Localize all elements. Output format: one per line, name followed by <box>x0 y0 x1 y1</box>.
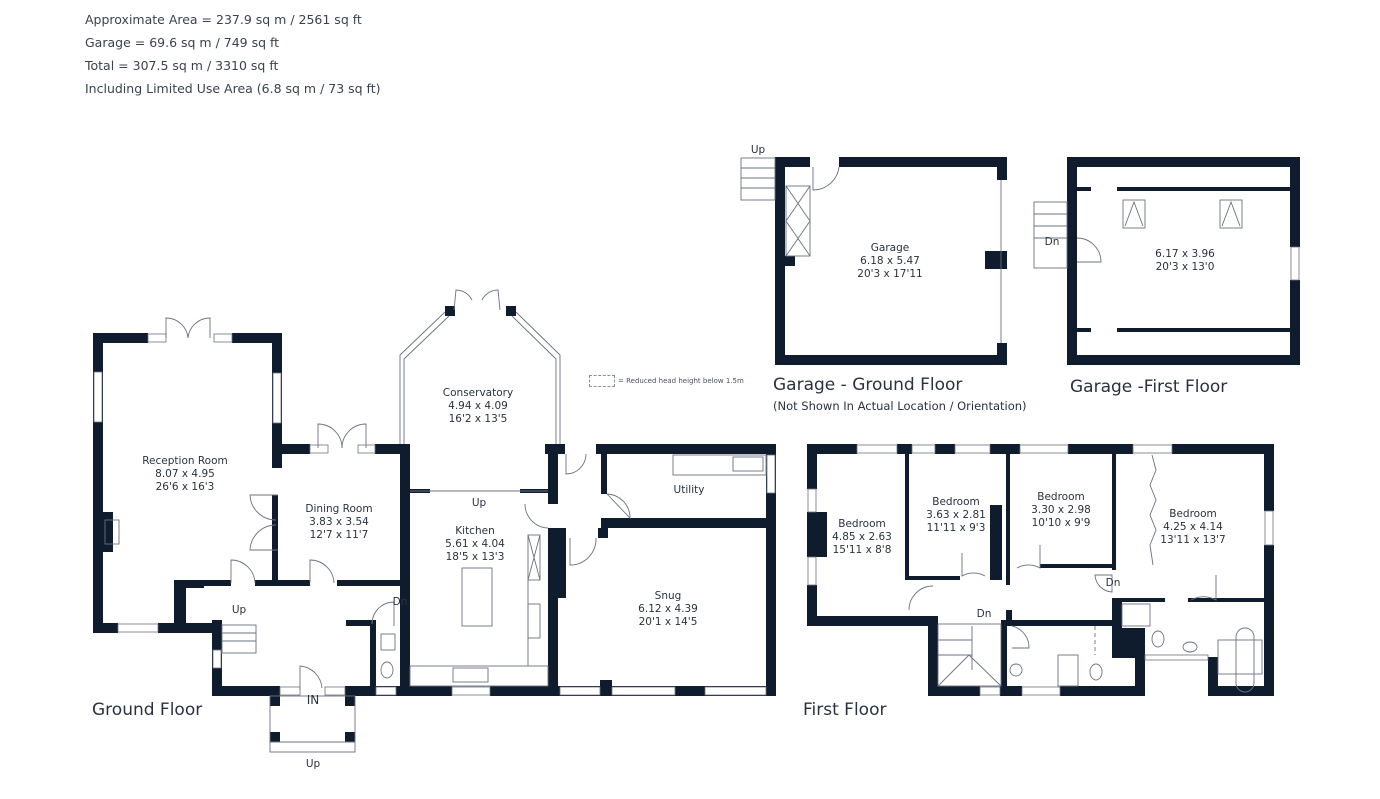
room-metric: 6.12 x 4.39 <box>638 603 698 615</box>
room-name: Garage <box>870 242 910 254</box>
room-metric: 4.85 x 2.63 <box>832 531 892 543</box>
room-bedroom-1: Bedroom 4.85 x 2.63 15'11 x 8'8 <box>832 518 892 557</box>
first-floor-windows <box>807 444 1274 696</box>
room-name: Dining Room <box>305 503 373 515</box>
ground-floor-doors <box>165 289 631 690</box>
first-floor-fixtures <box>937 454 1263 693</box>
room-name: Conservatory <box>442 387 514 399</box>
room-imperial: 20'3 x 17'11 <box>857 268 923 280</box>
ground-floor-windows <box>93 333 776 696</box>
garage-first-walls <box>1033 157 1300 365</box>
room-imperial: 13'11 x 13'7 <box>1160 534 1226 546</box>
room-name: Utility <box>673 484 705 496</box>
room-name: Bedroom <box>1169 508 1217 520</box>
first-floor-title: First Floor <box>803 700 887 720</box>
garage-ground-subtitle: (Not Shown In Actual Location / Orientat… <box>773 399 1027 413</box>
room-dining: Dining Room 3.83 x 3.54 12'7 x 11'7 <box>305 503 372 542</box>
room-conservatory: Conservatory 4.94 x 4.09 16'2 x 13'5 <box>443 387 513 426</box>
room-bedroom-2: Bedroom 3.63 x 2.81 11'11 x 9'3 <box>926 496 986 535</box>
limited-use-area: Including Limited Use Area (6.8 sq m / 7… <box>85 81 381 96</box>
reduced-head-height-legend: = Reduced head height below 1.5m <box>589 375 744 387</box>
room-metric: 6.17 x 3.96 <box>1155 248 1215 260</box>
room-metric: 6.18 x 5.47 <box>860 255 920 267</box>
garage-first-dn-label: Dn <box>1044 236 1060 248</box>
ground-floor-fixtures <box>104 454 767 753</box>
room-imperial: 11'11 x 9'3 <box>926 522 986 534</box>
approximate-area: Approximate Area = 237.9 sq m / 2561 sq … <box>85 12 362 27</box>
first-floor-doors <box>908 545 1217 649</box>
room-metric: 4.25 x 4.14 <box>1163 521 1223 533</box>
room-imperial: 15'11 x 8'8 <box>832 544 892 556</box>
porch-up-label: Up <box>305 758 321 770</box>
room-name: Snug <box>654 590 682 602</box>
entrance-label: IN <box>306 693 320 707</box>
legend-text: = Reduced head height below 1.5m <box>618 377 744 385</box>
ground-floor-walls <box>93 306 776 742</box>
room-metric: 3.83 x 3.54 <box>309 516 369 528</box>
room-metric: 4.94 x 4.09 <box>448 400 508 412</box>
room-imperial: 20'1 x 14'5 <box>638 616 698 628</box>
room-name: Bedroom <box>1037 491 1085 503</box>
room-imperial: 12'7 x 11'7 <box>309 529 369 541</box>
conservatory-up-label: Up <box>471 497 487 509</box>
stairs-dn-label: Dn <box>976 608 992 620</box>
room-metric: 3.30 x 2.98 <box>1031 504 1091 516</box>
total-area: Total = 307.5 sq m / 3310 sq ft <box>85 58 279 73</box>
dashed-box-icon <box>589 375 615 387</box>
room-garage: Garage 6.18 x 5.47 20'3 x 17'11 <box>857 242 922 281</box>
room-garage-first: 6.17 x 3.96 20'3 x 13'0 <box>1155 248 1215 274</box>
room-name: Kitchen <box>455 525 495 537</box>
garage-first-title: Garage -First Floor <box>1070 377 1228 397</box>
dn-step-label: Dn <box>392 596 408 608</box>
room-bedroom-4: Bedroom 4.25 x 4.14 13'11 x 13'7 <box>1160 508 1225 547</box>
room-metric: 5.61 x 4.04 <box>445 538 505 550</box>
conservatory-glazing <box>399 311 561 492</box>
room-imperial: 16'2 x 13'5 <box>448 413 508 425</box>
room-name: Bedroom <box>932 496 980 508</box>
ground-floor-title: Ground Floor <box>92 700 203 720</box>
room-metric: 3.63 x 2.81 <box>926 509 986 521</box>
room-imperial: 18'5 x 13'3 <box>445 551 505 563</box>
room-utility: Utility <box>674 484 705 497</box>
stairs-up-label: Up <box>231 604 247 616</box>
room-bedroom-3: Bedroom 3.30 x 2.98 10'10 x 9'9 <box>1031 491 1091 530</box>
garage-up-label: Up <box>750 144 766 156</box>
garage-ground-title: Garage - Ground Floor <box>773 375 963 395</box>
step-dn-label: Dn <box>1105 577 1121 589</box>
room-imperial: 20'3 x 13'0 <box>1155 261 1215 273</box>
room-imperial: 26'6 x 16'3 <box>155 481 215 493</box>
room-imperial: 10'10 x 9'9 <box>1031 517 1091 529</box>
garage-area: Garage = 69.6 sq m / 749 sq ft <box>85 35 280 50</box>
room-name: Reception Room <box>142 455 228 467</box>
room-kitchen: Kitchen 5.61 x 4.04 18'5 x 13'3 <box>445 525 505 564</box>
room-name: Bedroom <box>838 518 886 530</box>
garage-ground-walls <box>740 157 1007 365</box>
area-summary: Approximate Area = 237.9 sq m / 2561 sq … <box>85 8 381 100</box>
room-metric: 8.07 x 4.95 <box>155 468 215 480</box>
room-snug: Snug 6.12 x 4.39 20'1 x 14'5 <box>638 590 698 629</box>
room-reception: Reception Room 8.07 x 4.95 26'6 x 16'3 <box>142 455 228 494</box>
